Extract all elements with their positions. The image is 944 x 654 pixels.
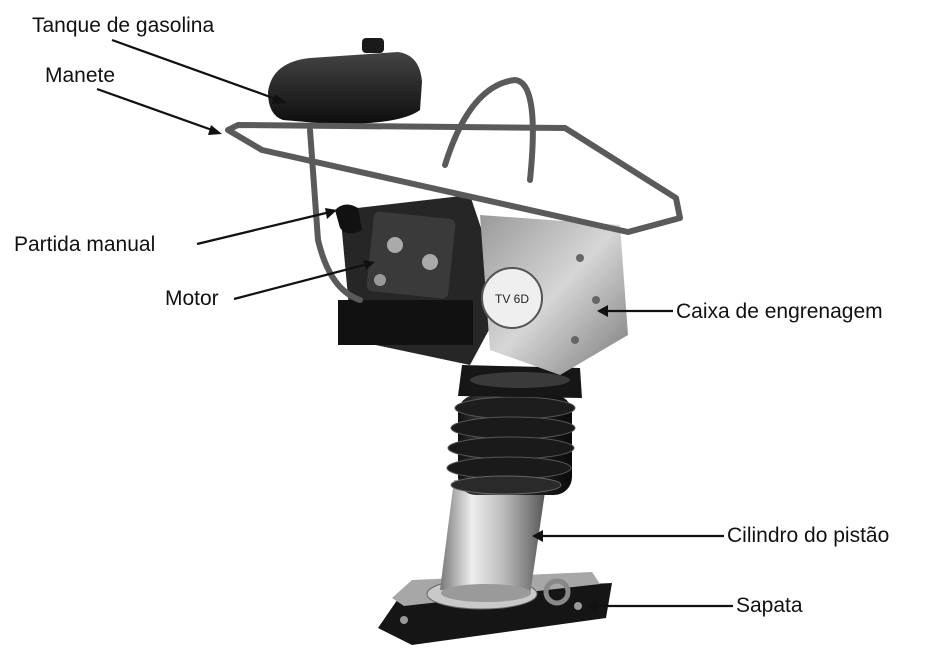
piston-cylinder xyxy=(440,480,546,602)
fuel-tank xyxy=(268,38,422,125)
gear-case-nameplate: TV 6D xyxy=(495,292,529,306)
bellows xyxy=(446,395,576,495)
leader-sapata xyxy=(586,600,733,612)
leader-tanque xyxy=(111,38,287,104)
label-handle: Manete xyxy=(45,64,116,87)
label-fuel-tank: Tanque de gasolina xyxy=(32,14,215,37)
recoil-starter xyxy=(335,204,362,234)
label-gear-case: Caixa de engrenagem xyxy=(676,300,883,323)
label-recoil-starter: Partida manual xyxy=(14,233,156,256)
rammer-machine: TV 6D xyxy=(225,38,683,645)
label-engine: Motor xyxy=(165,287,219,310)
gear-case: TV 6D xyxy=(480,215,628,375)
collar xyxy=(458,365,582,398)
handle-frame xyxy=(225,77,683,303)
engine-block xyxy=(338,195,505,365)
leader-manete xyxy=(96,87,222,135)
leader-lines xyxy=(96,38,733,612)
label-foot-plate: Sapata xyxy=(736,594,803,617)
leader-partida xyxy=(196,208,337,246)
leader-motor xyxy=(233,260,375,301)
label-piston-cylinder: Cilindro do pistão xyxy=(727,524,890,547)
leader-caixa xyxy=(597,305,673,317)
leader-cilindro xyxy=(532,530,724,542)
